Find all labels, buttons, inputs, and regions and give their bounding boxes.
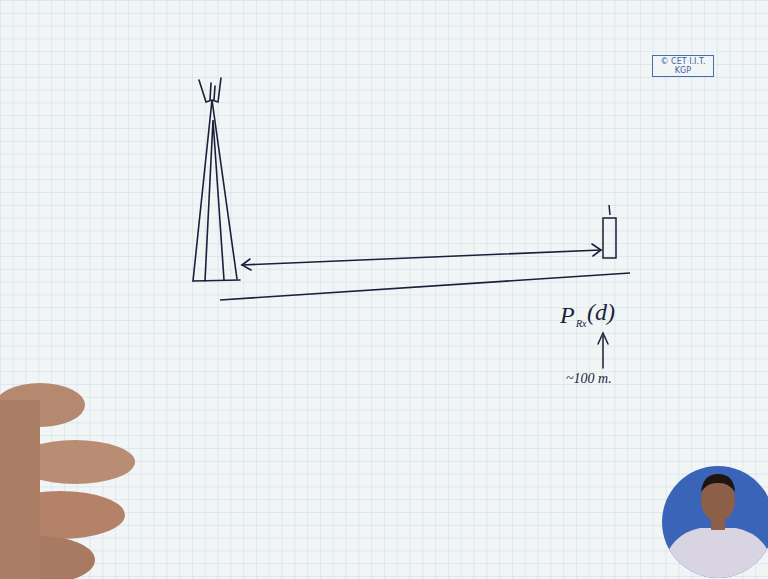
power-symbol: P <box>560 302 575 329</box>
power-symbol: Rx <box>576 318 587 329</box>
power-symbol: (d) <box>587 299 615 326</box>
watermark-box: © CET I.I.T. KGP <box>652 55 714 77</box>
ground-line <box>220 273 630 300</box>
watermark-text: © CET I.I.T. KGP <box>656 57 710 75</box>
mobile-symbol <box>603 205 616 258</box>
distance-note: ~100 m. <box>566 371 612 387</box>
hand-photo <box>0 383 135 579</box>
presenter-inset <box>660 466 768 579</box>
tower-symbol <box>193 78 240 281</box>
pointer-arrow <box>598 333 608 368</box>
distance-arrow <box>242 244 601 270</box>
